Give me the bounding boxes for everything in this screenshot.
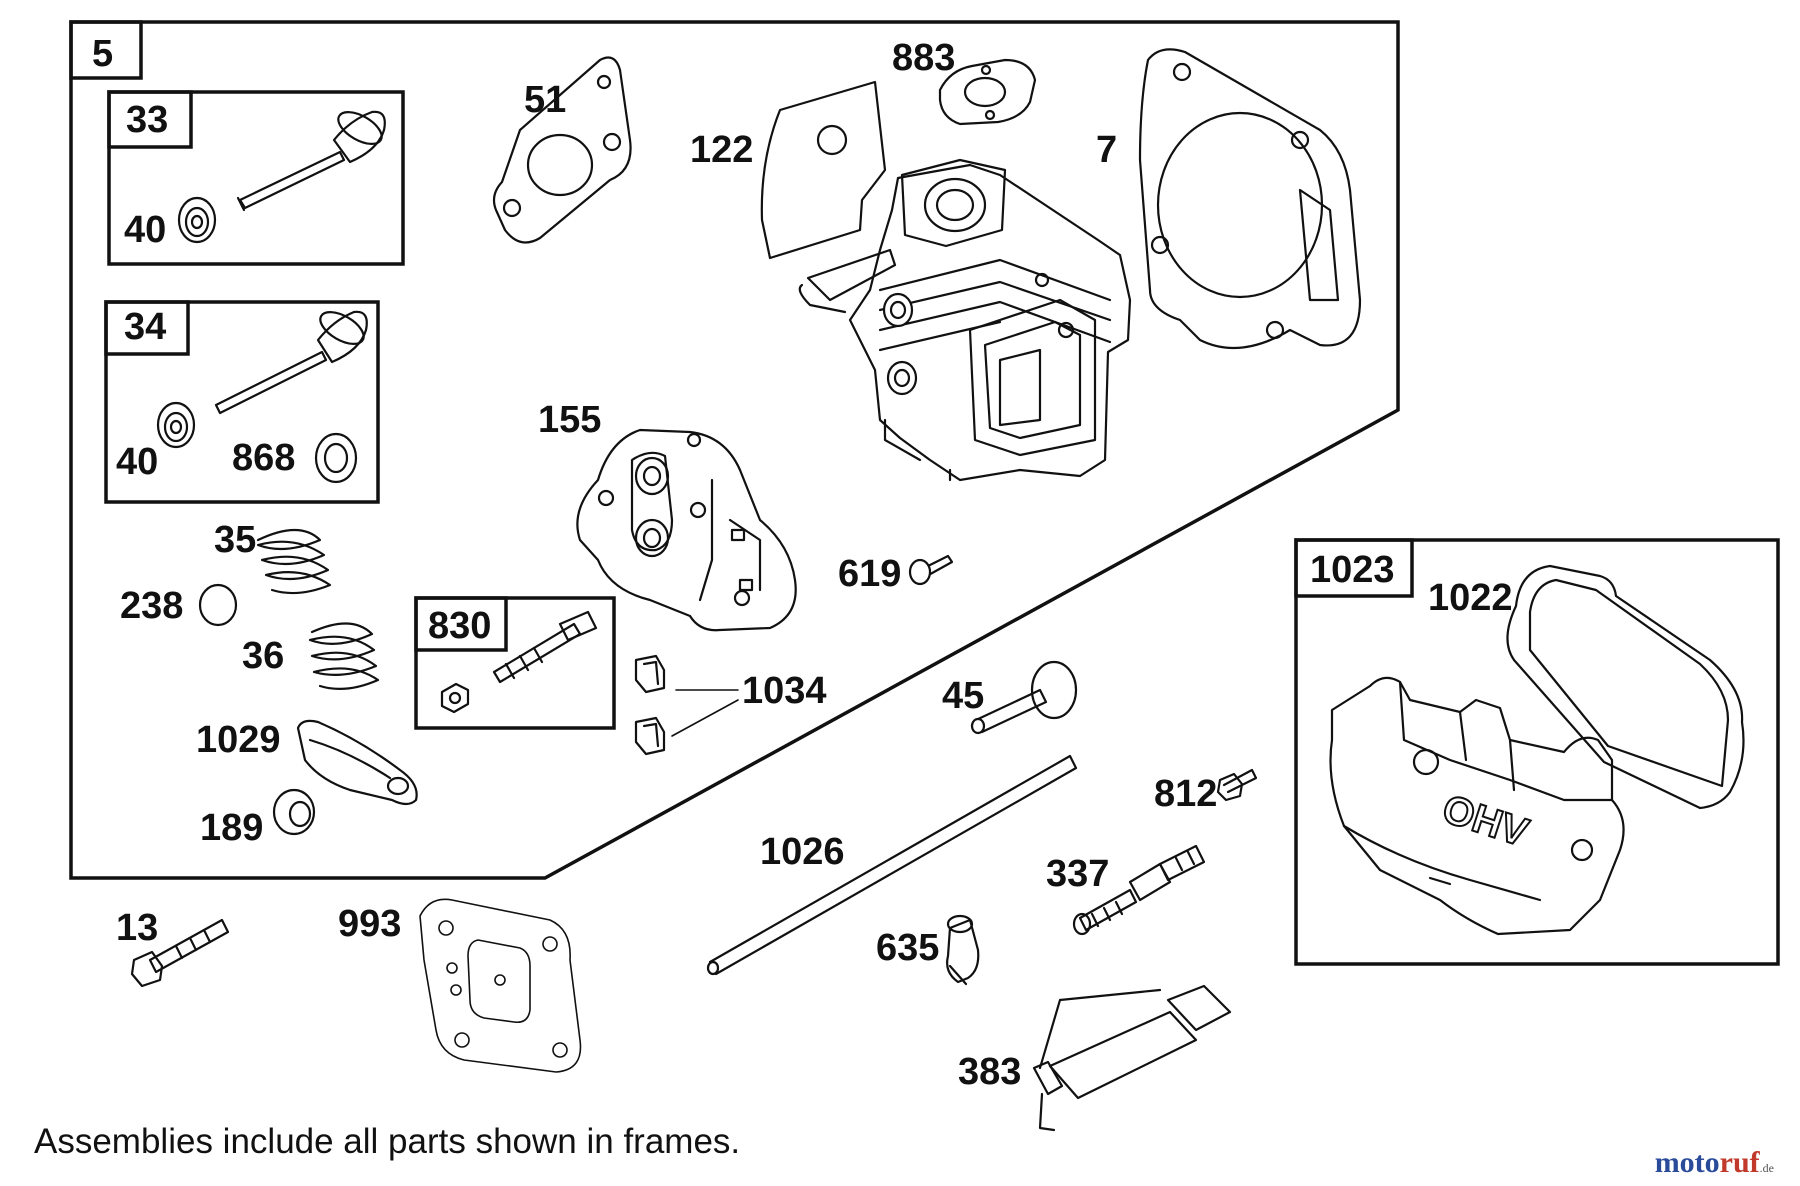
callout-812: 812 (1154, 773, 1217, 815)
assembly-frame-5 (69, 20, 1400, 880)
rocker-stud (492, 610, 598, 684)
guide-plate-1034a (634, 654, 666, 694)
callout-189: 189 (200, 807, 263, 849)
valve-spring-36 (308, 622, 380, 691)
callout-5: 5 (92, 33, 113, 75)
callout-122: 122 (690, 129, 753, 171)
callout-1034: 1034 (742, 670, 827, 712)
callout-993: 993 (338, 903, 401, 945)
breather-tube-383 (1032, 984, 1232, 1132)
assembly-frame-830 (414, 596, 616, 730)
callout-238: 238 (120, 585, 183, 627)
callout-34: 34 (124, 306, 166, 348)
callout-383: 383 (958, 1051, 1021, 1093)
assembly-box-33 (107, 90, 193, 149)
push-rod-45 (970, 660, 1078, 735)
assembly-frame-33 (107, 90, 405, 266)
callout-36: 36 (242, 635, 284, 677)
assembly-box-5 (69, 20, 143, 80)
valve-seal-40b (156, 401, 196, 449)
cylinder-head (798, 158, 1132, 482)
gasket-883 (938, 58, 1037, 126)
brand-name-b: ruf (1719, 1146, 1760, 1179)
valve-spring-35 (256, 529, 332, 595)
callout-51: 51 (524, 79, 566, 121)
leader-1034 (671, 689, 739, 737)
gasket-51 (492, 56, 632, 244)
assembly-frame-34 (104, 300, 380, 504)
callout-619: 619 (838, 553, 901, 595)
gasket-993 (419, 898, 582, 1073)
assembly-box-1023 (1294, 538, 1414, 598)
exhaust-valve (236, 110, 386, 212)
brand-logo: motoruf.de (1655, 1146, 1774, 1180)
callout-1023: 1023 (1310, 549, 1395, 591)
callout-337: 337 (1046, 853, 1109, 895)
callout-635: 635 (876, 927, 939, 969)
rocker-arm-1029 (296, 719, 418, 806)
intake-valve (214, 310, 368, 415)
callout-155: 155 (538, 399, 601, 441)
breather-elbow-635 (946, 914, 980, 986)
spring-retainer-238 (198, 583, 238, 627)
bolt-13 (130, 918, 230, 988)
callout-830: 830 (428, 605, 491, 647)
callout-1022: 1022 (1428, 577, 1513, 619)
valve-seal-40a (177, 196, 217, 244)
spark-plug-337 (1072, 844, 1206, 936)
valve-cover: OHV (1329, 676, 1625, 936)
push-rod-1026 (706, 754, 1078, 976)
assembly-box-830 (414, 596, 508, 652)
callout-1029: 1029 (196, 719, 281, 761)
callout-35: 35 (214, 519, 256, 561)
head-gasket-7 (1138, 48, 1362, 350)
guide-plate-1034b (634, 716, 666, 756)
callout-40b: 40 (116, 441, 158, 483)
callout-868: 868 (232, 437, 295, 479)
callout-40a: 40 (124, 209, 166, 251)
callout-883: 883 (892, 37, 955, 79)
screw-619 (908, 554, 954, 586)
valve-insert-868 (314, 432, 358, 484)
callout-13: 13 (116, 907, 158, 949)
stud-nut (440, 682, 470, 714)
assembly-frame-1023 (1294, 538, 1780, 966)
rocker-plate-155 (576, 428, 797, 632)
callout-7: 7 (1096, 129, 1117, 171)
callout-45: 45 (942, 675, 984, 717)
insulator-plate-122 (760, 80, 887, 260)
footnote: Assemblies include all parts shown in fr… (34, 1122, 741, 1161)
nut-189 (272, 788, 316, 836)
svg-text:OHV: OHV (1437, 787, 1533, 856)
callout-1026: 1026 (760, 831, 845, 873)
brand-name-a: moto (1654, 1146, 1720, 1179)
bolt-812 (1216, 768, 1258, 802)
brand-tld: .de (1759, 1161, 1774, 1175)
assembly-box-34 (104, 300, 190, 356)
valve-cover-gasket-1022 (1506, 564, 1745, 810)
callout-33: 33 (126, 99, 168, 141)
